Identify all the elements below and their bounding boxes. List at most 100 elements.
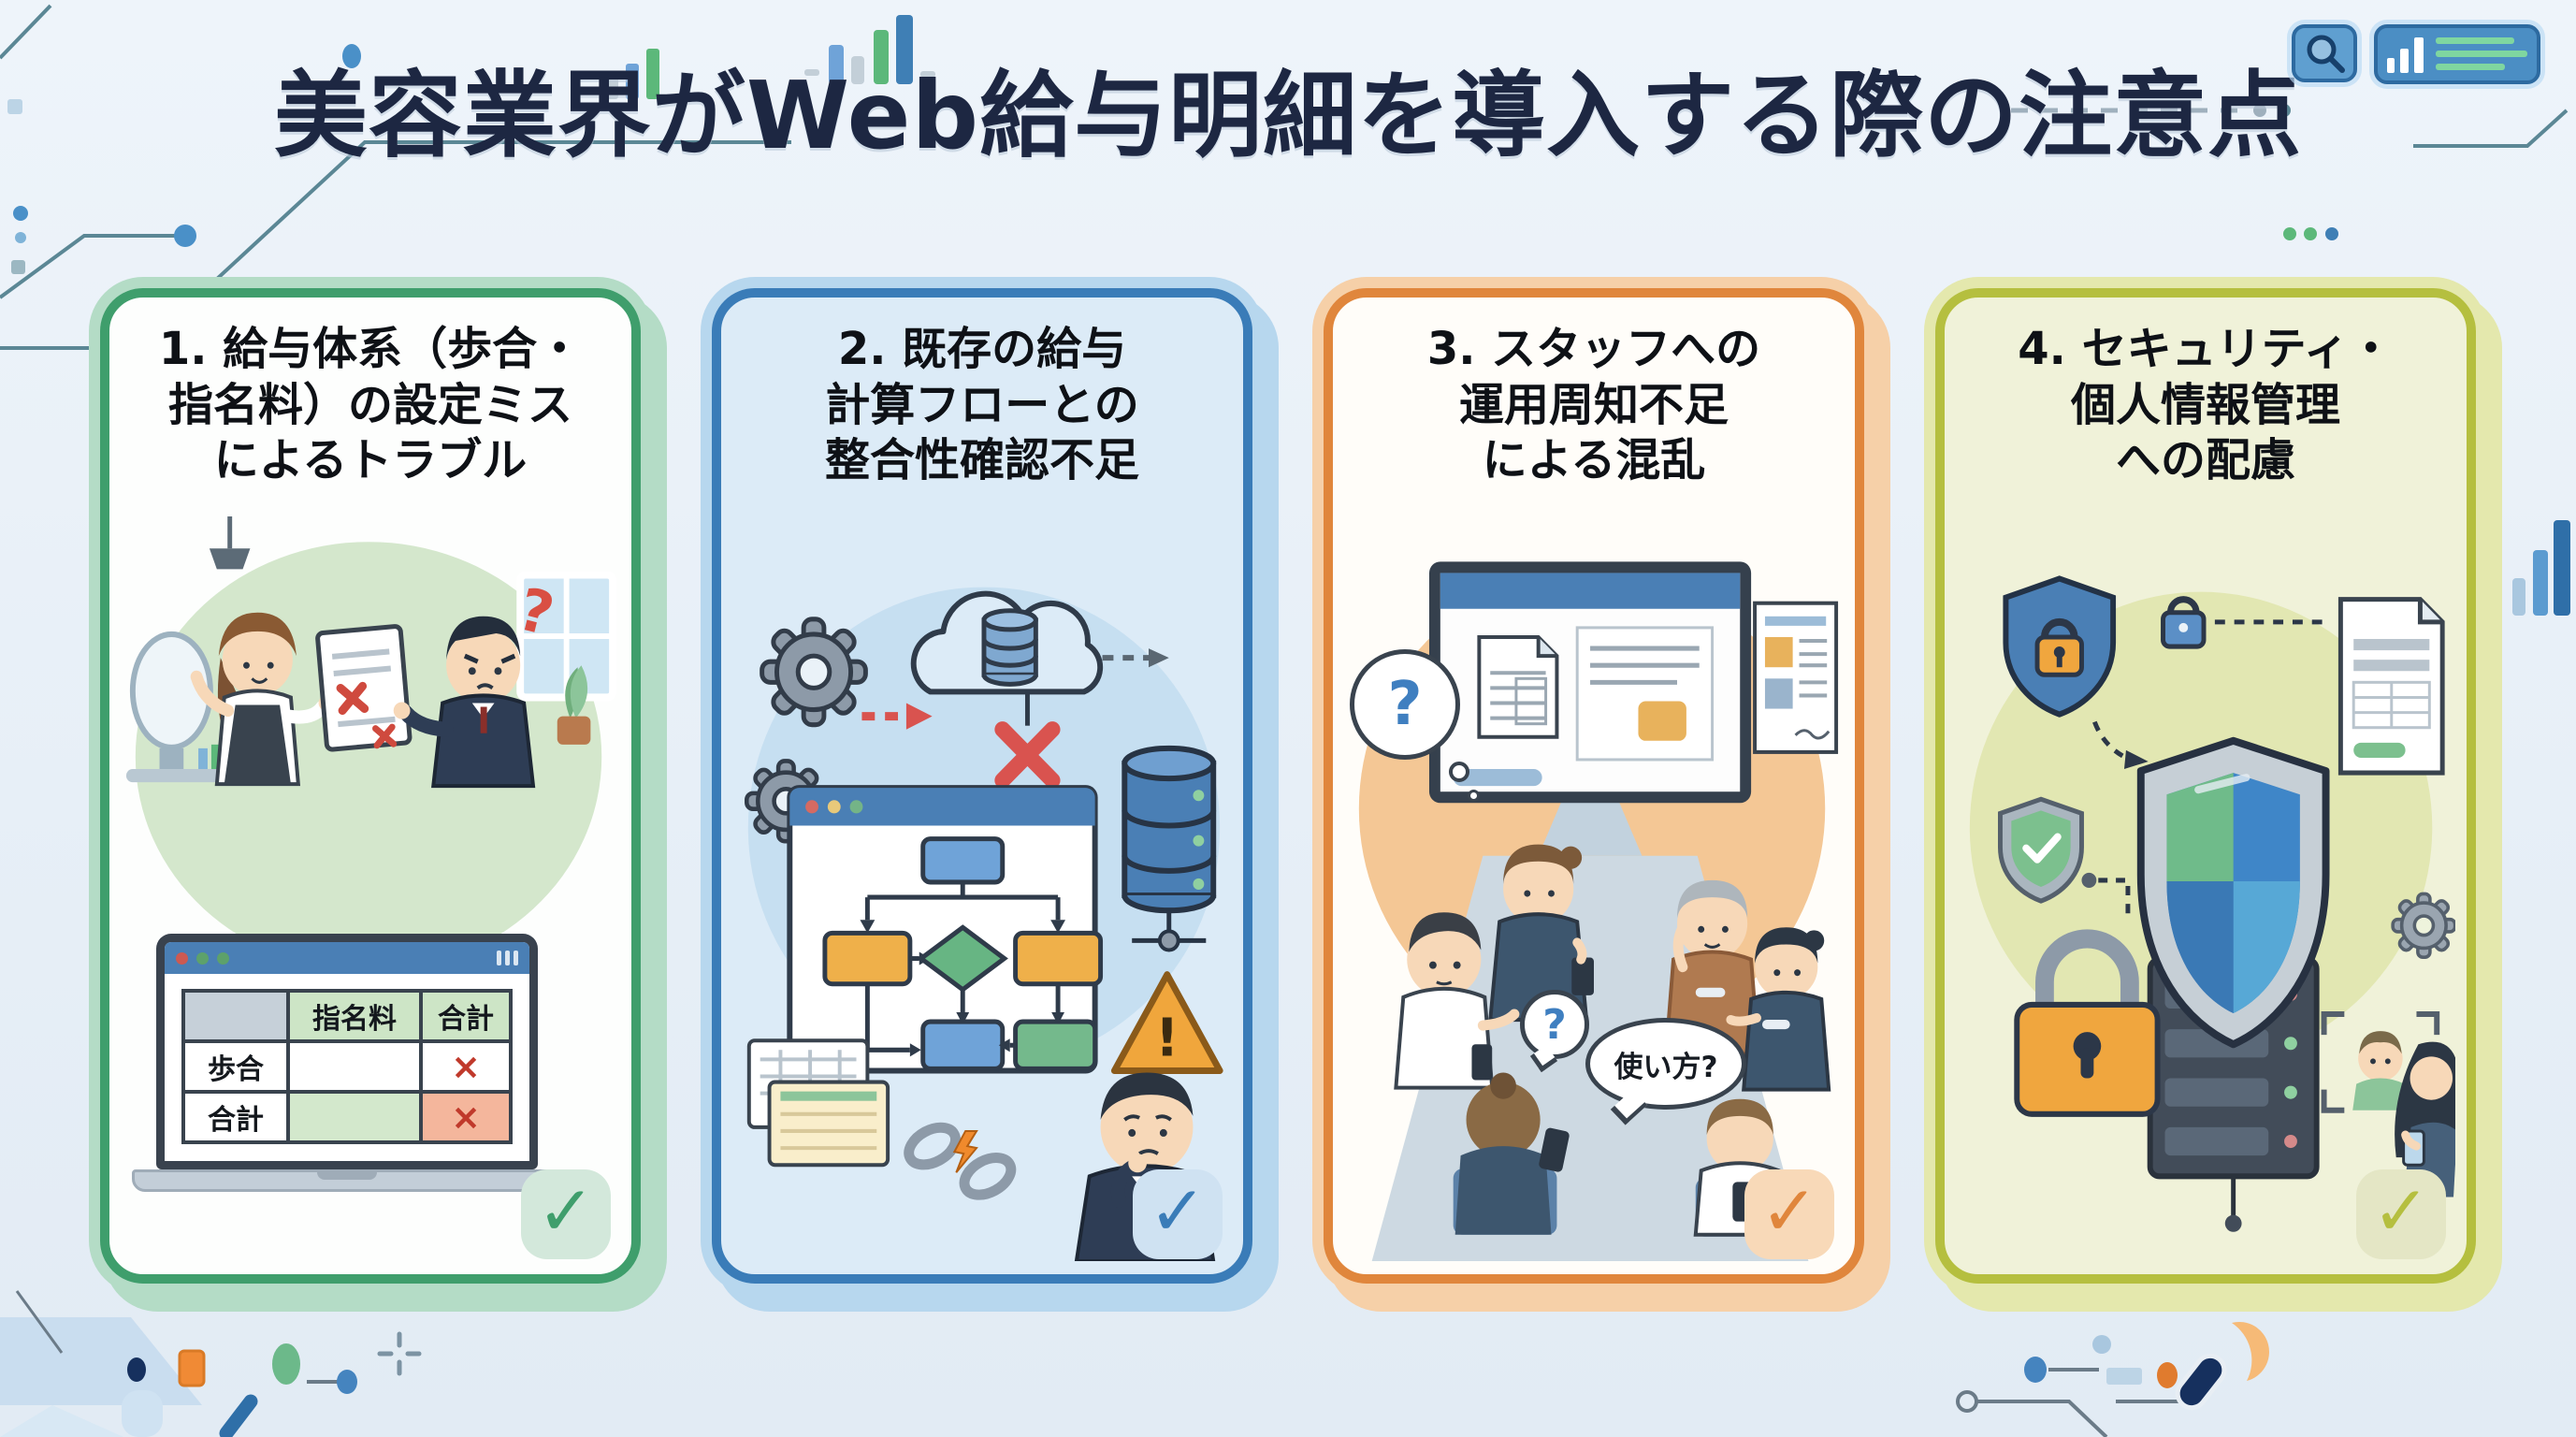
laptop-titlebar xyxy=(165,942,529,974)
broken-link-icon xyxy=(904,1122,1017,1200)
warning-icon: ! xyxy=(1110,971,1223,1074)
salon-trouble-illustration: ? 指名料 合計 xyxy=(121,516,620,1261)
heading-line: 4. セキュリティ・ xyxy=(2018,323,2394,375)
crosshair-decor xyxy=(377,1331,422,1376)
security-illustration xyxy=(1956,516,2455,1261)
check-icon: ✓ xyxy=(1759,1171,1818,1252)
spreadsheet-icon xyxy=(746,1038,890,1168)
laptop-base xyxy=(132,1169,562,1192)
card-heading: 4. セキュリティ・ 個人情報管理 への配慮 xyxy=(1954,322,2457,489)
lamp-icon xyxy=(209,516,251,570)
heading-line: 1. 給与体系（歩合・ xyxy=(158,323,583,375)
error-x-mark: × xyxy=(419,1039,513,1094)
plant-icon xyxy=(557,665,591,745)
salon-scene: ? xyxy=(125,516,617,972)
staff-woman-bun xyxy=(1726,927,1831,1092)
window-controls-icon xyxy=(497,951,518,965)
small-lock-icon xyxy=(2161,596,2207,649)
lightning-icon xyxy=(952,1129,978,1173)
question-bubble: ? xyxy=(1520,990,1589,1059)
stylist-person xyxy=(190,612,334,787)
card-heading: 3. スタッフへの 運用周知不足 による混乱 xyxy=(1342,322,1845,489)
table-row-label: 合計 xyxy=(181,1090,290,1144)
error-x-mark: × xyxy=(419,1090,513,1144)
thought-bubble-dot xyxy=(1468,790,1480,802)
heading-line: によるトラブル xyxy=(213,434,528,487)
card-payroll-flow: 2. 既存の給与 計算フローとの 整合性確認不足 xyxy=(712,288,1252,1284)
verified-shield-icon xyxy=(1997,796,2084,904)
database-icon xyxy=(1122,745,1217,952)
heading-line: による混乱 xyxy=(1482,434,1706,487)
card-heading: 2. 既存の給与 計算フローとの 整合性確認不足 xyxy=(731,322,1234,489)
flow-mismatch-illustration: ! xyxy=(732,516,1232,1261)
card-security-privacy: 4. セキュリティ・ 個人情報管理 への配慮 xyxy=(1935,288,2476,1284)
heading-line: 計算フローとの xyxy=(825,378,1139,431)
heading-line: 整合性確認不足 xyxy=(824,434,1139,487)
heading-line: 3. スタッフへの xyxy=(1426,323,1761,375)
heading-line: への配慮 xyxy=(2115,434,2295,487)
svg-text:!: ! xyxy=(1155,1008,1179,1069)
bar-chart-icon xyxy=(2387,37,2527,73)
bar-chart-decor-right xyxy=(2512,520,2570,616)
heading-line: 2. 既存の給与 xyxy=(837,323,1127,375)
check-badge: ✓ xyxy=(1133,1169,1223,1259)
browser-window-icon xyxy=(787,785,1104,1074)
laptop-icon: 指名料 合計 歩合 × 合計 × xyxy=(132,934,562,1192)
laptop-screen: 指名料 合計 歩合 × 合計 × xyxy=(156,934,538,1169)
table-header: 合計 xyxy=(419,989,513,1043)
card-salary-structure: 1. 給与体系（歩合・ 指名料）の設定ミス によるトラブル xyxy=(100,288,641,1284)
table-cell xyxy=(286,1090,423,1144)
table-cell-blank xyxy=(181,989,290,1043)
stats-button[interactable] xyxy=(2374,24,2540,84)
speech-bubble: 使い方? xyxy=(1585,1018,1746,1110)
table-row-label: 歩合 xyxy=(181,1039,290,1094)
search-button[interactable] xyxy=(2292,24,2357,82)
heading-line: 指名料）の設定ミス xyxy=(167,378,572,431)
document-icon xyxy=(1477,634,1559,739)
thought-bubble: ? xyxy=(1350,649,1460,760)
page-title: 美容業界がWeb給与明細を導入する際の注意点 xyxy=(273,61,2303,170)
security-scene xyxy=(1969,575,2455,1232)
gear-icon xyxy=(760,617,868,728)
thought-bubble-dot xyxy=(1449,762,1469,782)
cloud-database-icon xyxy=(981,608,1038,687)
check-badge: ✓ xyxy=(1744,1169,1834,1259)
notice-poster xyxy=(1753,601,1839,754)
question-mark: ? xyxy=(1387,670,1423,739)
check-icon: ✓ xyxy=(536,1171,595,1252)
staff-confusion-illustration: ? ? 使い方? xyxy=(1344,516,1844,1261)
check-badge: ✓ xyxy=(2356,1169,2446,1259)
card-staff-training: 3. スタッフへの 運用周知不足 による混乱 xyxy=(1324,288,1864,1284)
card-heading: 1. 給与体系（歩合・ 指名料）の設定ミス によるトラブル xyxy=(119,322,622,489)
cloud-icon xyxy=(910,590,1104,695)
padlock-icon xyxy=(2014,929,2161,1117)
error-document-icon xyxy=(315,624,412,752)
shield-lock-icon xyxy=(2003,575,2117,718)
check-icon: ✓ xyxy=(1148,1171,1207,1252)
heading-line: 運用周知不足 xyxy=(1458,378,1729,431)
table-cell xyxy=(286,1039,423,1094)
speech-text: 使い方? xyxy=(1614,1050,1718,1084)
payroll-table: 指名料 合計 歩合 × 合計 × xyxy=(181,989,513,1144)
flowchart xyxy=(822,836,1104,1071)
error-x-icon xyxy=(994,721,1061,789)
cards-row: 1. 給与体系（歩合・ 指名料）の設定ミス によるトラブル xyxy=(100,288,2476,1284)
table-header: 指名料 xyxy=(286,989,423,1043)
gear-icon xyxy=(2391,892,2455,959)
flow-scene: ! xyxy=(745,587,1223,1261)
check-icon: ✓ xyxy=(2371,1171,2430,1252)
seated-staff-left xyxy=(1453,1072,1570,1235)
topbar xyxy=(2292,24,2540,84)
payslip-panel xyxy=(1575,626,1715,762)
question-mark: ? xyxy=(1542,1000,1567,1049)
angry-owner-person xyxy=(393,616,536,789)
check-badge: ✓ xyxy=(521,1169,611,1259)
search-icon xyxy=(2307,35,2345,73)
staff-man-white xyxy=(1394,912,1520,1090)
security-shield-icon xyxy=(2136,736,2330,1049)
payslip-document-icon xyxy=(2337,597,2445,776)
heading-line: 個人情報管理 xyxy=(2070,378,2340,431)
mirror-icon xyxy=(125,631,223,783)
staff-scene xyxy=(1358,561,1839,1261)
